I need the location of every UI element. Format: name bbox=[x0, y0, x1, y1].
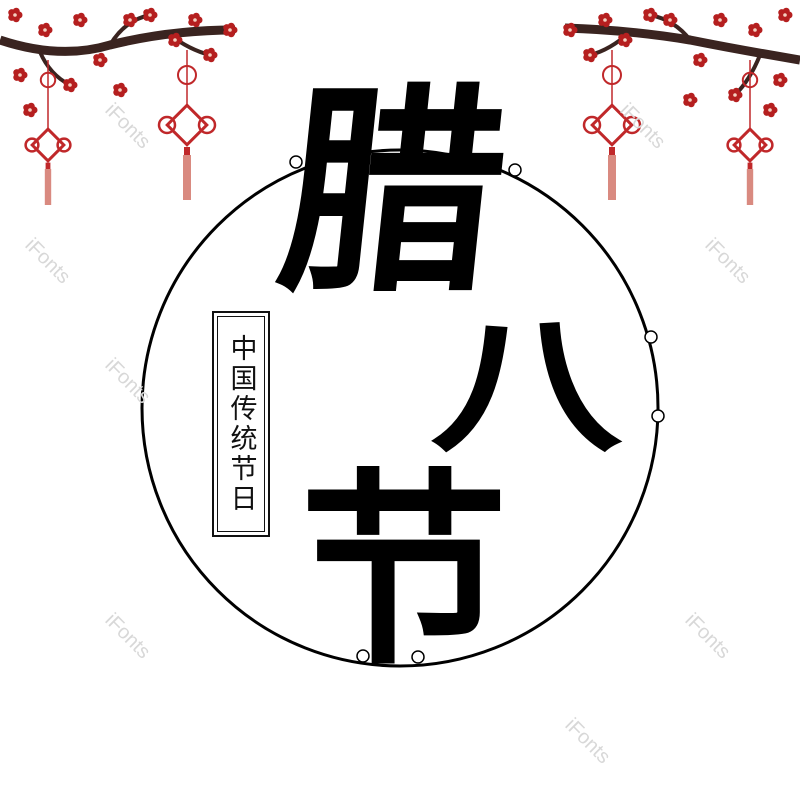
chinese-knots bbox=[24, 50, 774, 205]
subtitle: 中国传统节日 bbox=[225, 334, 257, 514]
blossom bbox=[773, 72, 788, 88]
ring-dots bbox=[289, 155, 665, 664]
blossom bbox=[693, 52, 708, 68]
chinese-knot bbox=[582, 50, 642, 200]
title-char-jie: 节 bbox=[300, 450, 508, 694]
blossom bbox=[618, 32, 633, 48]
blossom bbox=[748, 22, 763, 38]
blossom bbox=[38, 22, 53, 38]
blossom bbox=[113, 82, 128, 98]
blossom bbox=[223, 22, 238, 38]
blossom bbox=[73, 12, 88, 28]
blossom bbox=[598, 12, 613, 28]
blossom bbox=[563, 22, 578, 38]
blossom bbox=[583, 47, 598, 63]
blossom bbox=[63, 77, 78, 93]
title-char-ba: 八 bbox=[429, 299, 623, 473]
chinese-knot bbox=[157, 50, 217, 200]
blossom bbox=[643, 7, 658, 23]
blossom bbox=[143, 7, 158, 23]
blossom bbox=[713, 12, 728, 28]
plum-branch-right bbox=[564, 13, 800, 97]
blossom bbox=[123, 12, 138, 28]
plum-branch-left bbox=[0, 13, 236, 87]
blossom bbox=[8, 7, 23, 23]
blossom bbox=[168, 32, 183, 48]
blossom bbox=[93, 52, 108, 68]
blossom bbox=[728, 87, 743, 103]
blossom bbox=[188, 12, 203, 28]
chinese-knot bbox=[24, 60, 72, 205]
blossom bbox=[663, 12, 678, 28]
ring bbox=[140, 148, 660, 668]
chinese-knot bbox=[726, 60, 774, 205]
blossom bbox=[13, 67, 28, 83]
blossom bbox=[778, 7, 793, 23]
blossom bbox=[23, 102, 38, 118]
blossom bbox=[683, 92, 698, 108]
blossom bbox=[763, 102, 778, 118]
title-char-la: 腊 bbox=[268, 63, 518, 323]
blossom bbox=[203, 47, 218, 63]
plum-blossoms bbox=[8, 7, 793, 118]
subtitle-box: 中国传统节日 bbox=[212, 311, 270, 537]
